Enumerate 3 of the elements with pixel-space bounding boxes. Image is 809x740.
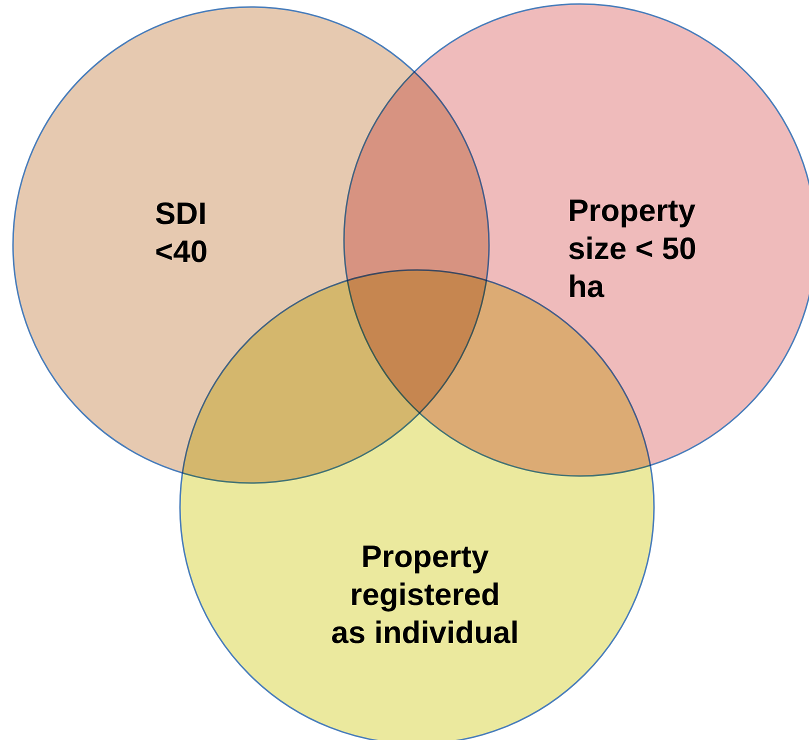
circle-label: SDI <40 [155, 195, 209, 271]
circle-label: Property registered as individual [330, 538, 520, 652]
circle-label: Property size < 50 ha [568, 192, 698, 306]
